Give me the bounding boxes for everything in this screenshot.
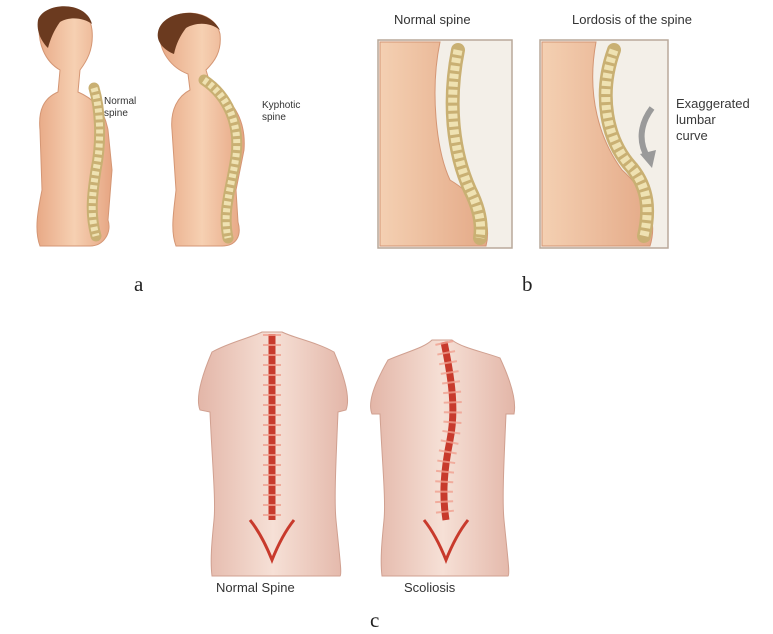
- annotation-line2: lumbar: [676, 112, 750, 128]
- panel-a-figure: [37, 6, 244, 246]
- normal-spine-label-line2: spine: [104, 108, 136, 120]
- panel-c-figure: [199, 332, 515, 576]
- lordosis-title: Lordosis of the spine: [572, 12, 692, 27]
- normal-back-figure: [199, 332, 348, 576]
- panel-b-figure: [378, 40, 668, 248]
- normal-spine-back-label: Normal Spine: [216, 580, 295, 595]
- annotation-line3: curve: [676, 128, 750, 144]
- kyphotic-spine-label-line2: spine: [262, 112, 300, 124]
- panel-b-caption: b: [522, 272, 533, 297]
- annotation-line1: Exaggerated: [676, 96, 750, 112]
- lordosis-spine-box: [540, 40, 668, 248]
- normal-spine-title: Normal spine: [394, 12, 471, 27]
- panel-c-caption: c: [370, 608, 379, 633]
- scoliosis-back-figure: [371, 340, 515, 576]
- panel-a-caption: a: [134, 272, 143, 297]
- man-normal-figure: [37, 6, 112, 246]
- normal-spine-box: [378, 40, 512, 248]
- normal-spine-label-line1: Normal: [104, 96, 136, 108]
- scoliosis-label: Scoliosis: [404, 580, 455, 595]
- kyphotic-spine-label-line1: Kyphotic: [262, 100, 300, 112]
- man-kyphotic-figure: [158, 13, 245, 246]
